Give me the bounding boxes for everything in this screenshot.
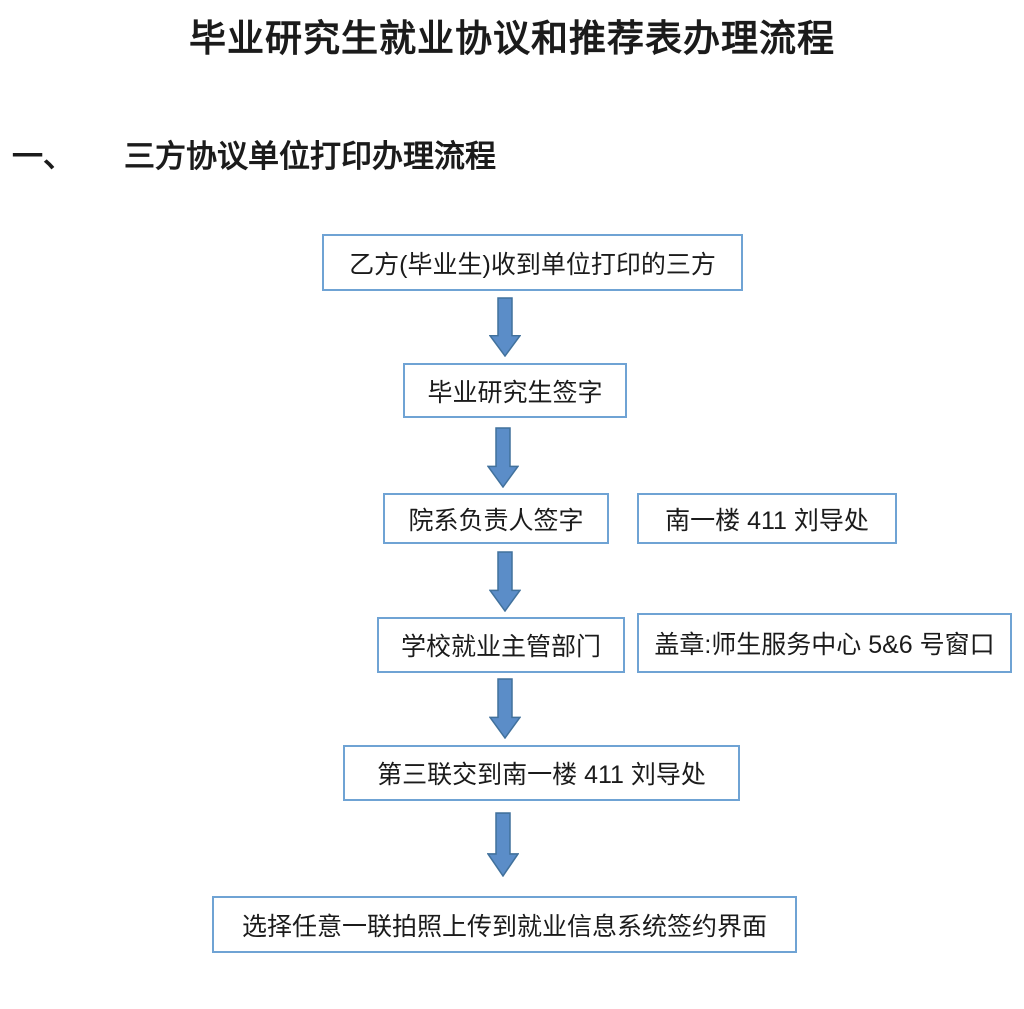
down-arrow-icon: [489, 678, 521, 739]
down-arrow-icon: [489, 551, 521, 612]
flow-step-label: 院系负责人签字: [408, 506, 584, 535]
flow-step-label: 学校就业主管部门: [400, 633, 601, 661]
down-arrow-icon: [489, 297, 521, 357]
flow-step-label: 乙方(毕业生)收到单位打印的三方: [349, 250, 716, 279]
flow-step-label: 毕业研究生签字: [427, 378, 603, 407]
flow-note-box-3: 南一楼 411 刘导处: [637, 493, 897, 544]
down-arrow-icon: [487, 427, 519, 488]
flow-step-box-4: 学校就业主管部门: [377, 617, 625, 673]
flow-step-box-1: 乙方(毕业生)收到单位打印的三方: [322, 234, 743, 291]
flow-step-box-2: 毕业研究生签字: [403, 363, 627, 418]
flow-step-label: 第三联交到南一楼 411 刘导处: [377, 761, 706, 789]
flow-step-box-6: 选择任意一联拍照上传到就业信息系统签约界面: [212, 896, 797, 953]
flow-step-label: 选择任意一联拍照上传到就业信息系统签约界面: [241, 912, 767, 941]
section-number: 一、: [12, 139, 74, 174]
flow-step-box-5: 第三联交到南一楼 411 刘导处: [343, 745, 740, 801]
flow-note-label: 盖章:师生服务中心 5&6 号窗口: [654, 631, 995, 659]
flow-step-box-3: 院系负责人签字: [383, 493, 609, 544]
flow-note-box-4: 盖章:师生服务中心 5&6 号窗口: [637, 613, 1012, 673]
flow-note-label: 南一楼 411 刘导处: [665, 506, 869, 535]
section-title: 三方协议单位打印办理流程: [124, 139, 496, 174]
section-heading: 一、 三方协议单位打印办理流程: [12, 131, 496, 176]
page-title: 毕业研究生就业协议和推荐表办理流程: [189, 18, 835, 59]
down-arrow-icon: [487, 812, 519, 877]
